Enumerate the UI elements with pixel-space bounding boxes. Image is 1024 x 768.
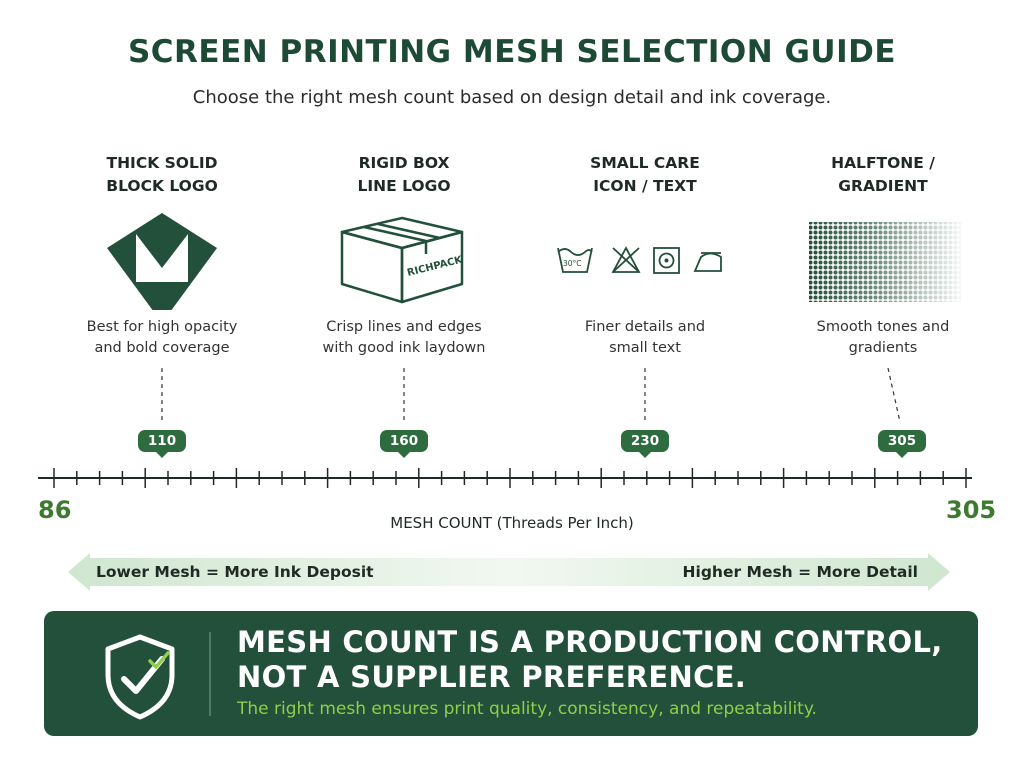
iron-icon [693, 252, 722, 272]
no-bleach-icon [611, 246, 641, 273]
connector-lines [161, 367, 901, 423]
mesh-badge-110: 110 [138, 430, 186, 458]
range-arrow-bar [68, 553, 950, 591]
axis-min-label: 86 [38, 496, 72, 524]
axis-title: MESH COUNT (Threads Per Inch) [390, 514, 634, 532]
page-subtitle: Choose the right mesh count based on des… [192, 87, 832, 108]
axis-max-label: 305 [946, 496, 997, 524]
mesh-badge-160: 160 [380, 430, 428, 458]
wash-temp-text: 30°C [563, 259, 582, 268]
range-high-label: Higher Mesh = More Detail [682, 563, 918, 581]
category-heading: SMALL CARE ICON / TEXT [590, 154, 700, 195]
category-heading: THICK SOLID BLOCK LOGO [106, 154, 218, 195]
box-line-logo-icon: RICHPACK [340, 216, 465, 304]
solid-block-logo-icon [107, 213, 217, 310]
category-heading: RIGID BOX LINE LOGO [357, 154, 451, 195]
category-description: Finer details and small text [584, 319, 706, 356]
mesh-axis [38, 367, 972, 488]
wash-tub-icon [557, 247, 593, 273]
halftone-gradient-icon [809, 222, 961, 302]
box-logo-text: RICHPACK [406, 254, 465, 279]
category-description: Best for high opacity and bold coverage [86, 319, 238, 356]
category-description: Crisp lines and edges with good ink layd… [322, 319, 486, 356]
range-low-label: Lower Mesh = More Ink Deposit [96, 563, 374, 581]
connector-line [887, 367, 901, 423]
mesh-badge-305: 305 [878, 430, 926, 458]
mesh-badge-230: 230 [621, 430, 669, 458]
banner-title: MESH COUNT IS A PRODUCTION CONTROL, NOT … [237, 625, 957, 695]
category-description: Smooth tones and gradients [816, 319, 950, 356]
banner-title-line1: MESH COUNT IS A PRODUCTION CONTROL, [237, 625, 943, 659]
tumble-dry-icon [653, 247, 680, 274]
category-heading: HALFTONE / GRADIENT [831, 154, 935, 195]
callout-banner: MESH COUNT IS A PRODUCTION CONTROL, NOT … [44, 611, 978, 736]
banner-divider [209, 632, 211, 716]
axis-ticks [53, 468, 967, 488]
banner-subtitle: The right mesh ensures print quality, co… [237, 699, 817, 719]
care-symbols-icon: 30°C [557, 246, 722, 274]
shield-check-icon [105, 634, 175, 720]
page-title: SCREEN PRINTING MESH SELECTION GUIDE [127, 34, 897, 70]
banner-title-line2: NOT A SUPPLIER PREFERENCE. [237, 660, 747, 694]
